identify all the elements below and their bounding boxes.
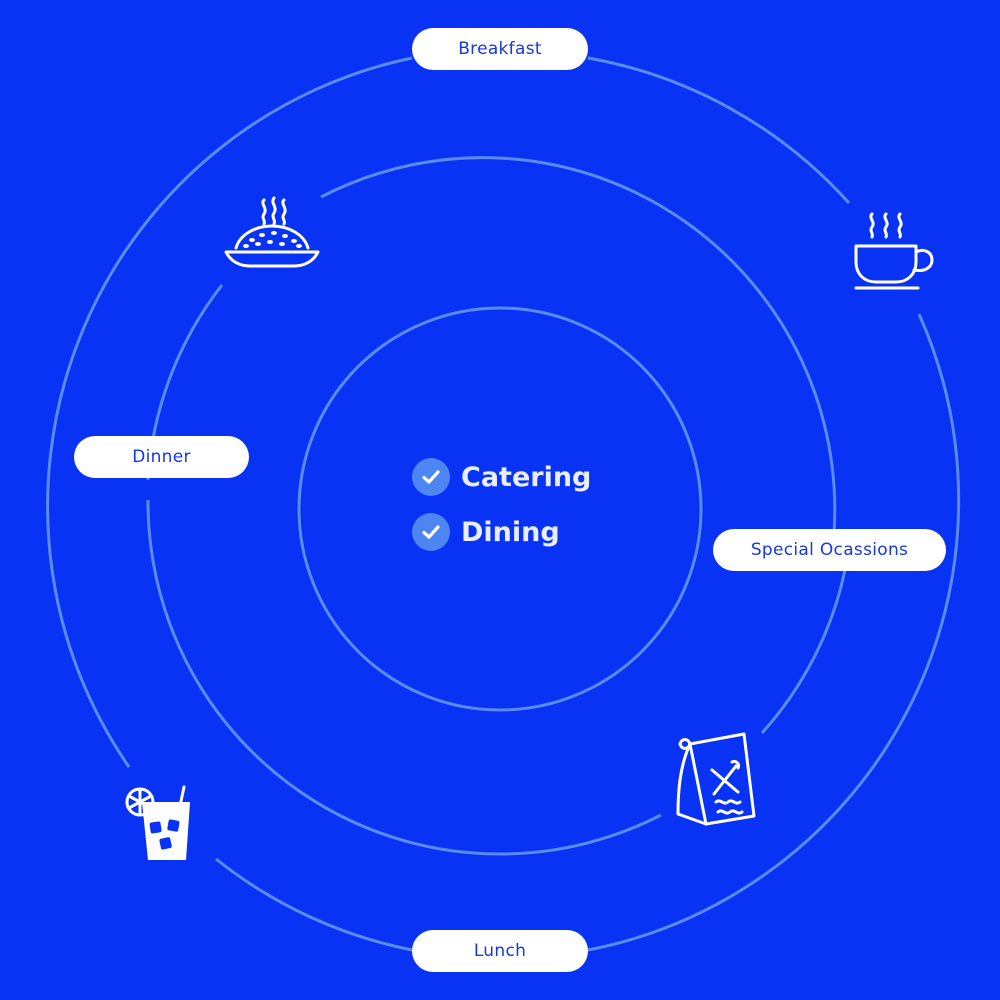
- special-occasions-label: Special Ocassions: [713, 529, 946, 571]
- coffee-cup-icon: [854, 212, 934, 290]
- steaming-rice-dish-icon: [224, 196, 320, 268]
- middle-ring-arc-bottom-right: [760, 569, 847, 735]
- catering-item: Catering: [412, 458, 591, 496]
- breakfast-label: Breakfast: [412, 28, 588, 70]
- outer-ring-arc-left: [46, 56, 413, 768]
- dining-item: Dining: [412, 513, 560, 551]
- check-circle-icon: [412, 458, 450, 496]
- middle-ring-arc-bottom: [146, 499, 662, 856]
- outer-ring-arc-top-right: [587, 56, 851, 205]
- inner-ring: [297, 306, 703, 712]
- outer-ring-arc-right: [587, 313, 961, 952]
- middle-ring-arc-top: [320, 156, 837, 562]
- dinner-label: Dinner: [74, 436, 249, 478]
- check-circle-icon: [412, 513, 450, 551]
- lunch-label: Lunch: [412, 930, 588, 972]
- dining-text: Dining: [461, 516, 560, 548]
- iced-drink-icon: [125, 785, 190, 860]
- outer-ring-arc-bottom-left: [215, 857, 413, 952]
- takeaway-bag-icon: [676, 732, 756, 826]
- catering-text: Catering: [461, 461, 592, 493]
